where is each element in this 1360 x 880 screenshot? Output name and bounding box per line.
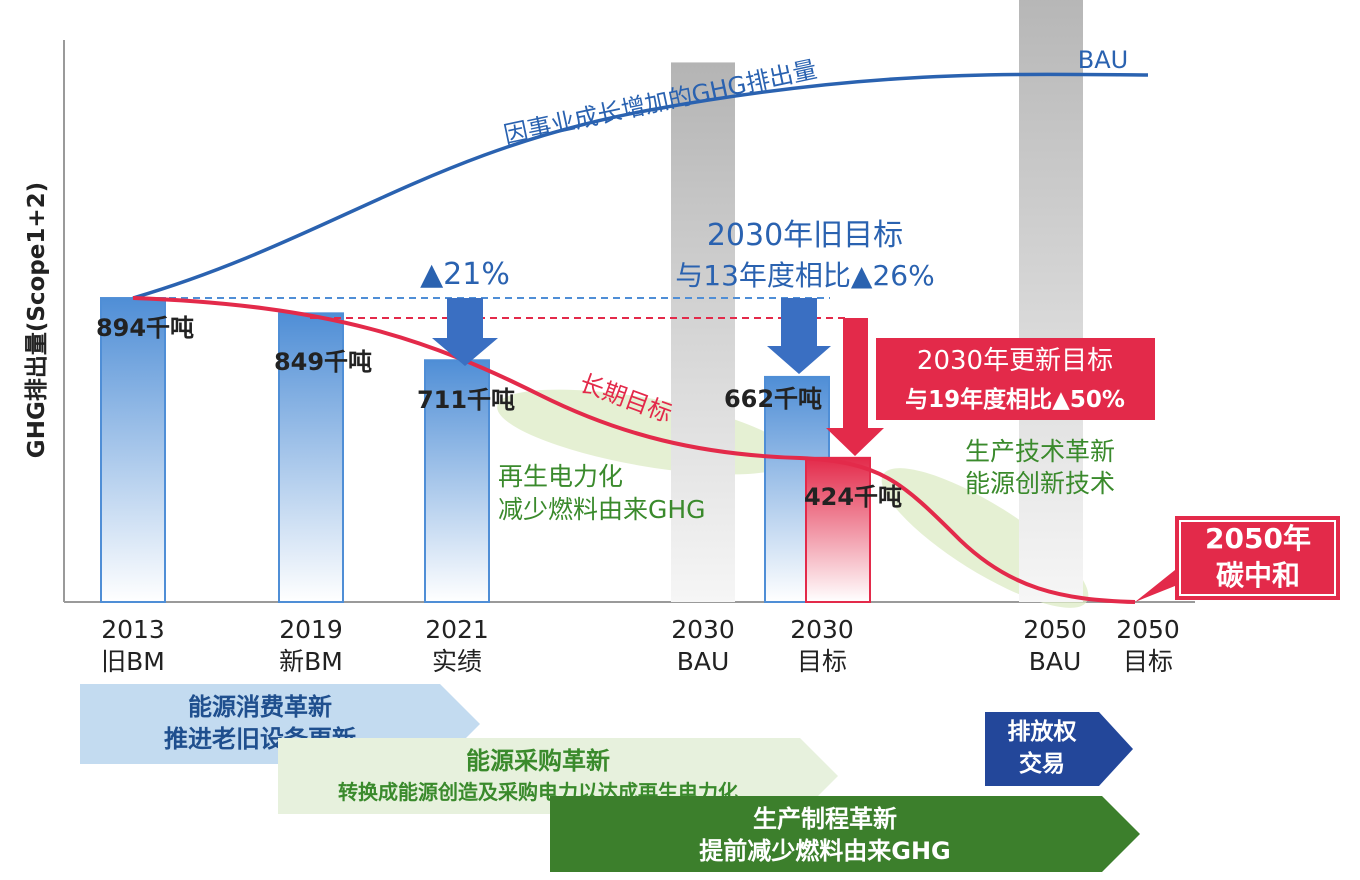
neutral-line2: 碳中和 xyxy=(1216,559,1300,592)
bar-2019 xyxy=(278,312,344,603)
neutral-callout-inner xyxy=(1179,520,1336,596)
bar-2013-value-label: 894千吨 xyxy=(96,314,194,342)
renewable-line2: 减少燃料由来GHG xyxy=(498,495,706,524)
bau-curve-annotation: 因事业成长增加的GHG排出量 xyxy=(501,55,819,149)
category-label-2013: 旧BM xyxy=(101,647,165,676)
reduction-2021-arrow xyxy=(432,298,498,366)
category-year-2019: 2019 xyxy=(279,615,343,644)
bar-2019-value-label: 849千吨 xyxy=(274,348,372,376)
long-term-target-curve xyxy=(132,296,1136,604)
bar-2021 xyxy=(424,359,490,604)
category-label-2050-target: 目标 xyxy=(1123,647,1173,676)
old-target-line1: 2030年旧目标 xyxy=(707,218,903,253)
bar-2050-bau xyxy=(1019,0,1083,602)
category-year-2050-bau: 2050 xyxy=(1023,615,1087,644)
bar-2013 xyxy=(100,297,166,603)
tech-line1: 生产技术革新 xyxy=(965,437,1115,466)
new-target-box xyxy=(876,338,1155,420)
initiative-emission-trading-line1: 排放权 xyxy=(1007,719,1077,745)
new-target-line1: 2030年更新目标 xyxy=(917,346,1113,376)
initiative-energy-procurement-line1: 能源采购革新 xyxy=(466,747,610,775)
initiative-energy-procurement-shape xyxy=(278,738,838,814)
new-target-line2: 与19年度相比▲50% xyxy=(905,386,1125,413)
initiative-production-process-shape xyxy=(550,796,1140,872)
category-label-2021: 实绩 xyxy=(432,647,482,676)
category-label-2050-bau: BAU xyxy=(1029,647,1082,676)
initiative-emission-trading-line2: 交易 xyxy=(1019,751,1065,777)
initiative-emission-trading: 排放权 交易 xyxy=(985,712,1133,786)
category-year-2013: 2013 xyxy=(101,615,165,644)
bar-2021-value-label: 711千吨 xyxy=(417,386,515,414)
new-target-arrow xyxy=(826,318,884,456)
bau-curve xyxy=(132,72,1149,300)
category-label-2030-bau: BAU xyxy=(677,647,730,676)
initiative-energy-consumption-line1: 能源消费革新 xyxy=(188,693,332,721)
initiative-production-process-line1: 生产制程革新 xyxy=(753,805,897,833)
initiative-production-process: 生产制程革新 提前减少燃料由来GHG xyxy=(550,796,1140,872)
bar-2030-new-target xyxy=(805,456,871,603)
neutral-callout-box xyxy=(1175,516,1340,600)
bar-2030-old-target-value-label: 662千吨 xyxy=(724,385,822,413)
tech-line2: 能源创新技术 xyxy=(965,469,1115,498)
bar-2030-new-target-value-label: 424千吨 xyxy=(804,483,902,511)
category-year-2030-target: 2030 xyxy=(790,615,854,644)
reduction-2021-label: ▲21% xyxy=(420,257,510,292)
category-label-2019: 新BM xyxy=(279,647,343,676)
neutral-line1: 2050年 xyxy=(1205,522,1311,555)
initiative-production-process-line2: 提前减少燃料由来GHG xyxy=(699,837,951,865)
renewable-line1: 再生电力化 xyxy=(498,462,623,491)
y-axis-label: GHG排出量(Scope1+2) xyxy=(24,182,50,458)
category-year-2050-target: 2050 xyxy=(1116,615,1180,644)
initiative-emission-trading-shape xyxy=(985,712,1133,786)
old-target-line2: 与13年度相比▲26% xyxy=(675,259,934,292)
bau-curve-label: BAU xyxy=(1078,46,1128,74)
bar-2030-bau xyxy=(671,62,735,603)
category-label-2030-target: 目标 xyxy=(797,647,847,676)
category-year-2021: 2021 xyxy=(425,615,489,644)
x-axis-labels: 2013 旧BM 2019 新BM 2021 实绩 2030 BAU 2030 … xyxy=(101,615,1180,676)
old-target-arrow xyxy=(767,298,831,374)
category-year-2030-bau: 2030 xyxy=(671,615,735,644)
